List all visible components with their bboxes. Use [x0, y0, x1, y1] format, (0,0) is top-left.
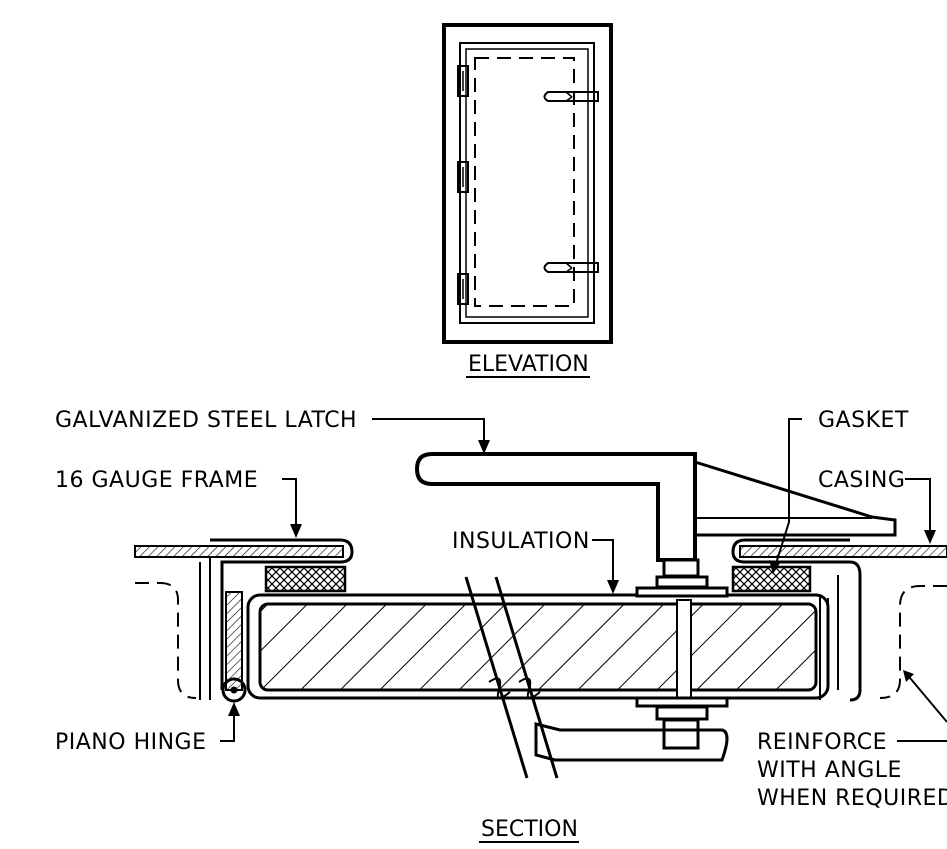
hinge-top — [457, 65, 469, 97]
label-reinforce-2: WITH ANGLE — [757, 758, 902, 783]
casing-plate-right — [739, 545, 947, 558]
frame-left-inner — [199, 558, 211, 700]
section-view: GALVANIZED STEEL LATCH 16 GAUGE FRAME IN… — [55, 408, 947, 843]
label-frame: 16 GAUGE FRAME — [55, 468, 258, 493]
break-line-rod — [464, 576, 559, 779]
elevation-hinges — [457, 65, 469, 305]
leader-casing — [905, 478, 931, 540]
latch-washer-top — [655, 575, 709, 589]
label-reinforce-1: REINFORCE — [757, 730, 887, 755]
label-hinge: PIANO HINGE — [55, 730, 207, 755]
latch-plate-bottom — [635, 696, 729, 708]
label-casing: CASING — [818, 468, 905, 493]
label-latch: GALVANIZED STEEL LATCH — [55, 408, 357, 433]
latch-handle-bottom — [534, 722, 729, 762]
latch-plate-top — [635, 586, 729, 598]
leader-gasket — [773, 418, 802, 571]
gasket-right — [731, 565, 812, 593]
latch-washer-bottom — [655, 705, 709, 721]
hinge-middle — [457, 161, 469, 193]
latch-nut-top — [662, 558, 700, 578]
door-flange-right — [819, 595, 829, 700]
leader-hinge — [220, 706, 235, 742]
label-insulation: INSULATION — [452, 529, 590, 554]
latch-nut-bottom — [662, 718, 700, 750]
latch-bottom — [543, 262, 599, 273]
frame-left — [210, 538, 354, 690]
latch-spindle — [676, 599, 692, 699]
hinge-leaf — [225, 591, 243, 691]
reinforce-angle-left — [135, 582, 197, 699]
casing-plate-left — [134, 545, 344, 558]
elevation-view: ELEVATION — [442, 23, 613, 378]
elevation-latches — [543, 91, 599, 273]
elevation-door-panel — [459, 42, 595, 324]
section-title: SECTION — [481, 817, 578, 842]
reinforce-angle-right — [879, 585, 947, 699]
leader-latch — [372, 418, 485, 450]
insulation-core — [258, 602, 818, 692]
label-gasket: GASKET — [818, 408, 909, 433]
hinge-bottom — [457, 273, 469, 305]
elevation-dashed-insulation — [474, 57, 575, 307]
latch-handle-top — [414, 452, 697, 562]
latch-top — [543, 91, 599, 102]
door-panel-outer — [246, 593, 830, 700]
elevation-door-inner — [465, 48, 589, 318]
gasket-left — [264, 565, 347, 593]
elevation-title: ELEVATION — [468, 352, 589, 377]
frame-right — [731, 538, 862, 702]
piano-hinge-pin — [221, 677, 247, 703]
leader-insulation — [592, 539, 614, 590]
leader-frame — [282, 478, 297, 534]
label-reinforce-3: WHEN REQUIRED — [757, 786, 947, 811]
latch-arm-top — [694, 460, 897, 537]
elevation-outer-frame — [442, 23, 613, 344]
